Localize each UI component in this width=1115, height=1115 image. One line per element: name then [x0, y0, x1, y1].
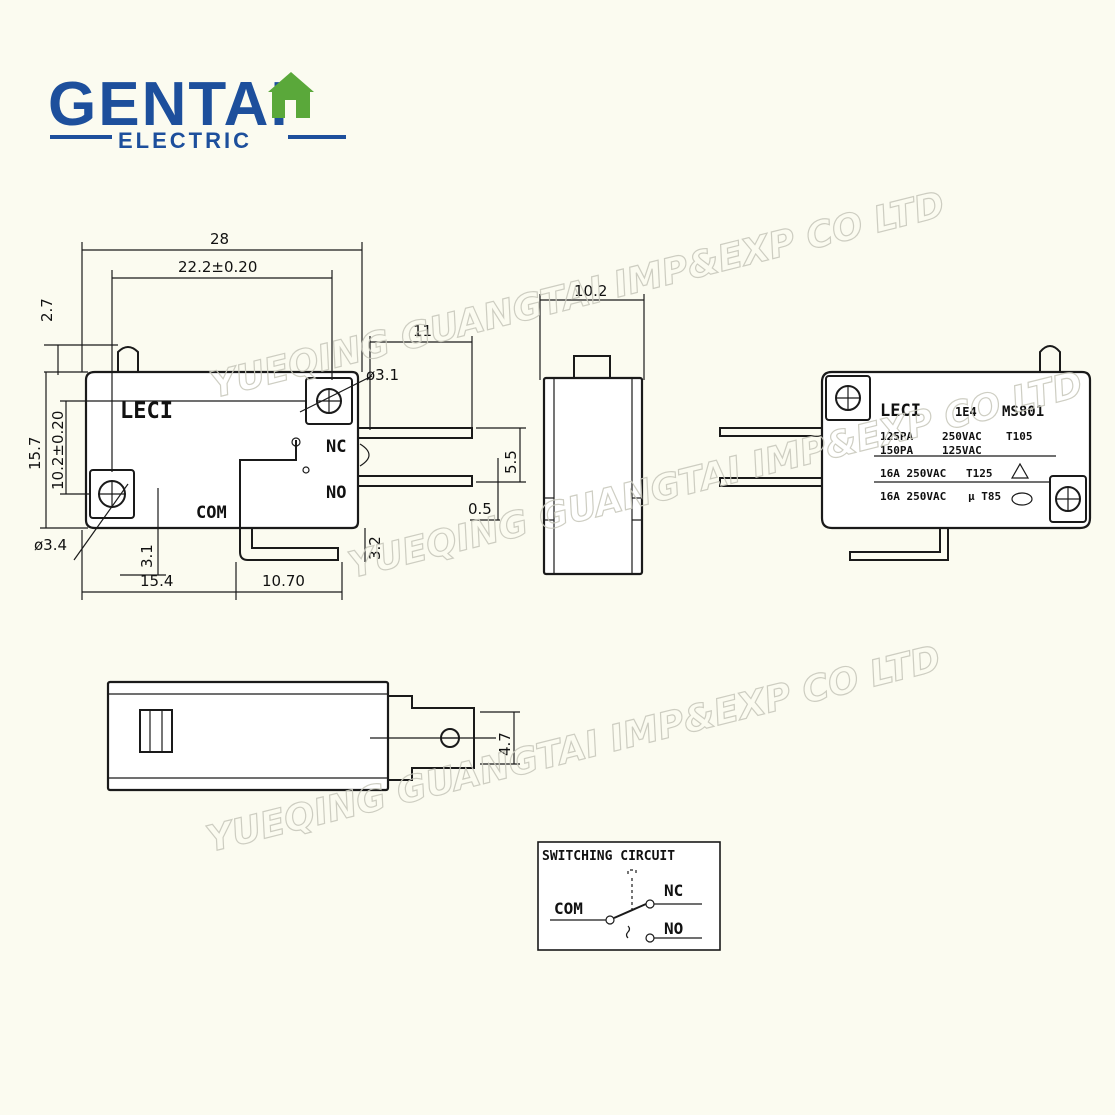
back-row-4-a: 16A 250VAC	[880, 490, 946, 503]
back-row-3-a: 16A 250VAC	[880, 467, 946, 480]
dim-com-position: 15.4	[140, 572, 173, 590]
back-view: LECI 1E4 MS801 125PA 250VAC T105 150PA 1…	[719, 345, 1092, 561]
dim-bottom-offset-right: 3.2	[366, 536, 384, 560]
dim-side-width: 10.2	[574, 282, 607, 300]
back-row-1-c: T105	[1006, 430, 1033, 443]
side-view: 10.2	[539, 282, 645, 576]
dim-bottom-terminal: 4.7	[496, 732, 514, 756]
dim-hole-spacing: 22.2±0.20	[178, 258, 257, 276]
dim-overall-width: 28	[210, 230, 229, 248]
dim-bottom-offset-left: 3.1	[138, 544, 156, 568]
switching-circuit: SWITCHING CIRCUIT COM NC NO	[537, 841, 721, 951]
dim-height: 15.7	[26, 437, 44, 470]
brand-logo: GENTAI ELECTRIC	[48, 70, 346, 153]
dim-hole-vertical: 10.2±0.20	[49, 411, 67, 490]
back-row-1-b: 250VAC	[942, 430, 982, 443]
front-brand-label: LECI	[120, 399, 173, 424]
dim-com-width: 10.70	[262, 572, 305, 590]
bottom-view: 4.7	[106, 680, 520, 792]
dim-top-offset: 2.7	[38, 298, 56, 322]
back-row-3-b: T125	[966, 467, 993, 480]
front-view: LECI NC NO COM 28 22.2±0.20 2.7 15.7 10.…	[26, 230, 526, 600]
dim-terminal-thickness: 0.5	[468, 500, 492, 518]
dim-terminal-length: 11	[413, 322, 432, 340]
front-nc-label: NC	[326, 437, 346, 457]
back-row-4-b: µ T85	[968, 490, 1001, 503]
logo-house-icon	[268, 72, 314, 118]
logo-sub-text: ELECTRIC	[118, 128, 252, 153]
circuit-com-label: COM	[554, 899, 583, 918]
dim-hole-dia-large: ø3.4	[34, 536, 67, 554]
back-brand: LECI	[880, 401, 921, 421]
front-com-label: COM	[196, 503, 227, 523]
cert-mark-icon	[1011, 492, 1033, 506]
back-row-2-b: 125VAC	[942, 444, 982, 457]
back-model: MS801	[1002, 404, 1044, 420]
back-row-1-a: 125PA	[880, 430, 913, 443]
dim-hole-dia-small: ø3.1	[366, 366, 399, 384]
circuit-title: SWITCHING CIRCUIT	[542, 849, 675, 864]
back-row-2-a: 150PA	[880, 444, 913, 457]
circuit-nc-label: NC	[664, 881, 683, 900]
dim-terminal-pitch: 5.5	[502, 450, 520, 474]
warning-triangle-icon	[1010, 462, 1030, 479]
front-no-label: NO	[326, 483, 346, 503]
circuit-no-label: NO	[664, 919, 683, 938]
logo-brand-text: GENTAI	[48, 70, 290, 139]
back-code: 1E4	[955, 405, 977, 419]
